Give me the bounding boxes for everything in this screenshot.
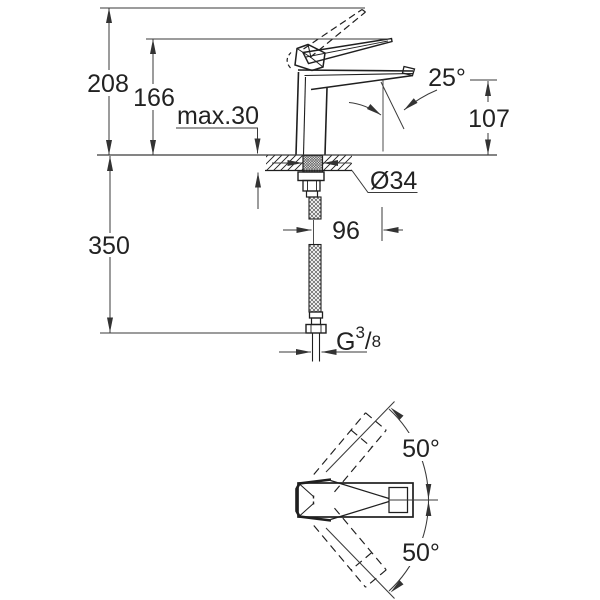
thread-denominator: 8	[372, 332, 381, 351]
dim-label-50-lower: 50°	[402, 539, 440, 567]
dim-diameter-34: Ø34	[272, 160, 418, 195]
threaded-shank	[302, 154, 324, 173]
extension-lines	[97, 7, 497, 334]
label-backing-lower	[398, 538, 445, 566]
plan-view: 50° 50°	[295, 401, 445, 599]
dim-thread-g38: G3/8	[279, 323, 381, 356]
swivel-boundary-lines	[325, 401, 395, 599]
faucet-body	[295, 71, 328, 155]
dim-label-34: Ø34	[370, 167, 417, 195]
dim-label-96: 96	[332, 217, 360, 245]
plan-handle-cap	[295, 478, 332, 522]
dim-height-208: 208	[87, 8, 129, 155]
plan-lever-edges	[330, 479, 390, 521]
dim-angle-25: 25°	[348, 64, 466, 130]
thread-slash: /	[365, 328, 372, 355]
dim-height-107: 107	[468, 81, 510, 155]
dim-label-107: 107	[468, 105, 510, 133]
dim-label-g38: G3/8	[336, 323, 381, 356]
thread-numerator: 3	[355, 323, 364, 342]
side-view: 208 166 max.30 107 25°	[87, 7, 510, 362]
fixing-nut	[297, 171, 325, 198]
dim-hose-350: 350	[88, 156, 130, 333]
dim-label-25: 25°	[428, 64, 466, 92]
plan-handle-swivel-up-dashed	[313, 412, 387, 493]
spout-deck	[297, 65, 416, 91]
supply-hose-group	[305, 196, 327, 362]
dim-label-50-upper: 50°	[402, 435, 440, 463]
thread-prefix: G	[336, 328, 355, 356]
dim-reach-96: 96	[283, 217, 403, 245]
handle-lever	[301, 37, 393, 65]
label-backing-upper	[398, 433, 445, 461]
plan-handle-swivel-down-dashed	[313, 507, 387, 588]
dim-height-166: 166	[133, 39, 175, 155]
plan-faucet-group	[295, 478, 438, 522]
dim-label-208: 208	[87, 70, 129, 98]
dim-label-350: 350	[88, 232, 130, 260]
dim-max30: max.30	[176, 102, 261, 209]
dim-label-166: 166	[133, 84, 175, 112]
swivel-arc-arrows	[390, 407, 432, 593]
dim-label-max30: max.30	[177, 102, 259, 130]
